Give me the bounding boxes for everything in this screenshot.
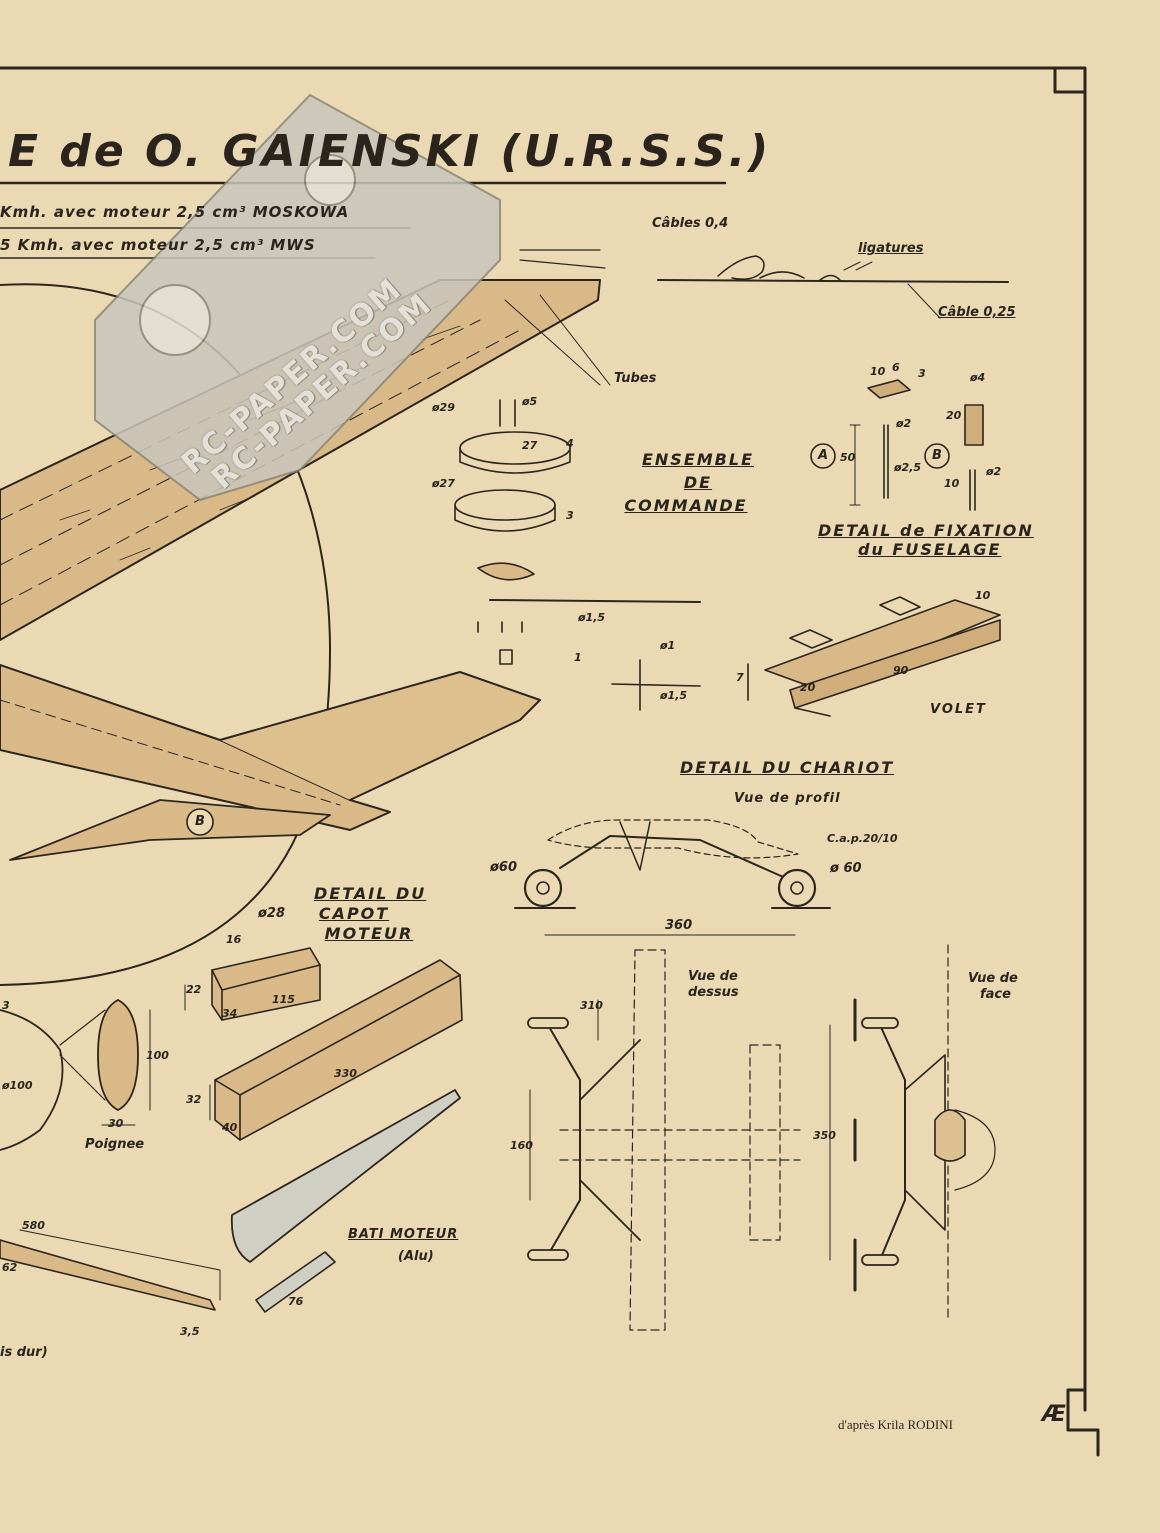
fixation-dim-3: 3 xyxy=(918,367,926,380)
ligatures-label: ligatures xyxy=(858,241,924,256)
chariot-profile xyxy=(514,819,831,936)
capot-dim-2: 16 xyxy=(226,933,242,946)
commande-dim-6: 3 xyxy=(566,509,574,522)
fixation-dim-6: 20 xyxy=(946,409,962,422)
front-dim-1: 350 xyxy=(813,1129,836,1142)
fixation-dim-8: ø2,5 xyxy=(894,461,922,474)
commande-dim-4: 4 xyxy=(566,437,574,450)
fixation-dim-2: 6 xyxy=(892,361,900,374)
capot-dim-4: 34 xyxy=(222,1007,238,1020)
top-dim-1: 310 xyxy=(580,999,603,1012)
commande-dim-7: ø1,5 xyxy=(578,611,606,624)
wing-panel-dim-2: 62 xyxy=(2,1261,18,1274)
marker-b-circle xyxy=(186,808,214,836)
control-wires xyxy=(519,249,606,269)
volet-dim-3: 20 xyxy=(800,681,816,694)
poignee-label: Poignee xyxy=(85,1137,145,1152)
capot-dim-7: 32 xyxy=(186,1093,202,1106)
volet-detail xyxy=(747,596,1001,717)
marker-a: A xyxy=(818,448,829,463)
volet-dim-2: 90 xyxy=(893,664,909,677)
watermark-stamp xyxy=(94,93,501,502)
fixation-dim-7: 50 xyxy=(840,451,856,464)
poignee xyxy=(0,999,151,1151)
bati-material: (Alu) xyxy=(398,1249,434,1264)
marker-b2-circle xyxy=(924,443,950,469)
poignee-dim-4: 3 xyxy=(2,999,10,1012)
credit-text: d'après Krila RODINI xyxy=(838,1417,953,1432)
fixation-title-1: DETAIL de FIXATION xyxy=(818,521,1034,540)
volet-dim-1: 10 xyxy=(975,589,991,602)
poignee-dim-2: 30 xyxy=(108,1117,124,1130)
commande-title-3: COMMANDE xyxy=(624,496,748,515)
capot-title-1: DETAIL DU xyxy=(314,884,427,903)
top-view-label-1: Vue de xyxy=(688,969,738,984)
commande-dim-5: ø27 xyxy=(432,477,455,490)
front-view-label-1: Vue de xyxy=(968,971,1018,986)
fixation-dim-10: 10 xyxy=(944,477,960,490)
wheel-left-dim: ø60 xyxy=(490,860,518,875)
bati-dim-1: 76 xyxy=(288,1295,304,1308)
fixation-dim-4: ø4 xyxy=(970,371,986,384)
commande-dim-8: ø1 xyxy=(660,639,676,652)
volet-label: VOLET xyxy=(930,702,987,717)
cable-detail xyxy=(657,255,1009,319)
front-view-label-2: face xyxy=(980,987,1011,1002)
tubes-leaders xyxy=(504,294,611,386)
wing-panel-dim-3: 3,5 xyxy=(180,1325,200,1338)
chariot-title: DETAIL DU CHARIOT xyxy=(680,758,895,777)
wing-panel-dim-1: 580 xyxy=(22,1219,45,1232)
chariot-wire-label: C.a.p.20/10 xyxy=(827,832,898,845)
top-dim-2: 160 xyxy=(510,1139,533,1152)
control-assembly xyxy=(454,399,701,711)
cable-thin-label: Câble 0,25 xyxy=(938,305,1016,320)
commande-dim-3: 27 xyxy=(522,439,538,452)
commande-dim-2: ø29 xyxy=(432,401,455,414)
capot-dim-5: 115 xyxy=(272,993,295,1006)
page-title: E de O. GAIENSKI (U.R.S.S.) xyxy=(8,126,772,177)
fuselage xyxy=(0,664,541,861)
commande-dim-1: ø5 xyxy=(522,395,538,408)
capot-dim-1: ø28 xyxy=(258,906,286,921)
capot-title-2: CAPOT xyxy=(318,904,390,923)
bati-title: BATI MOTEUR xyxy=(348,1227,459,1242)
top-view-label-2: dessus xyxy=(688,985,739,1000)
tubes-label: Tubes xyxy=(614,371,657,386)
signature-mark: Æ xyxy=(1042,1402,1066,1427)
wing-panel xyxy=(0,1229,221,1311)
wing-panel-note: is dur) xyxy=(0,1345,48,1360)
fixation-detail xyxy=(849,379,984,511)
commande-dim-9: ø1,5 xyxy=(660,689,688,702)
capot-blocks xyxy=(184,947,463,1141)
chariot-length-dim: 360 xyxy=(665,918,693,933)
chariot-top xyxy=(527,949,801,1331)
bati-moteur xyxy=(230,1089,461,1313)
volet-dim-4: 7 xyxy=(736,671,744,684)
chariot-front xyxy=(829,944,996,1321)
fixation-dim-1: 10 xyxy=(870,365,886,378)
poignee-dim-1: 100 xyxy=(146,1049,169,1062)
fixation-dim-9: ø2 xyxy=(986,465,1002,478)
capot-dim-3: 22 xyxy=(186,983,202,996)
commande-title-1: ENSEMBLE xyxy=(641,450,754,469)
chariot-profile-label: Vue de profil xyxy=(734,791,841,806)
cables-label: Câbles 0,4 xyxy=(652,216,729,231)
marker-b: B xyxy=(195,814,205,829)
capot-dim-6: 330 xyxy=(334,1067,357,1080)
marker-b-fixation: B xyxy=(932,448,942,463)
capot-dim-8: 40 xyxy=(222,1121,238,1134)
subtitle-line-1: Kmh. avec moteur 2,5 cm³ MOSKOWA xyxy=(0,203,350,221)
commande-dim-10: 1 xyxy=(574,651,582,664)
commande-title-2: DE xyxy=(683,473,713,492)
capot-title-3: MOTEUR xyxy=(324,924,414,943)
marker-a-circle xyxy=(810,443,836,469)
subtitle-line-2: 5 Kmh. avec moteur 2,5 cm³ MWS xyxy=(0,236,316,254)
frame-border xyxy=(0,66,1100,1457)
fixation-dim-5: ø2 xyxy=(896,417,912,430)
fixation-title-2: du FUSELAGE xyxy=(858,540,1002,559)
poignee-dim-3: ø100 xyxy=(2,1079,33,1092)
wheel-right-dim: ø 60 xyxy=(830,861,862,876)
